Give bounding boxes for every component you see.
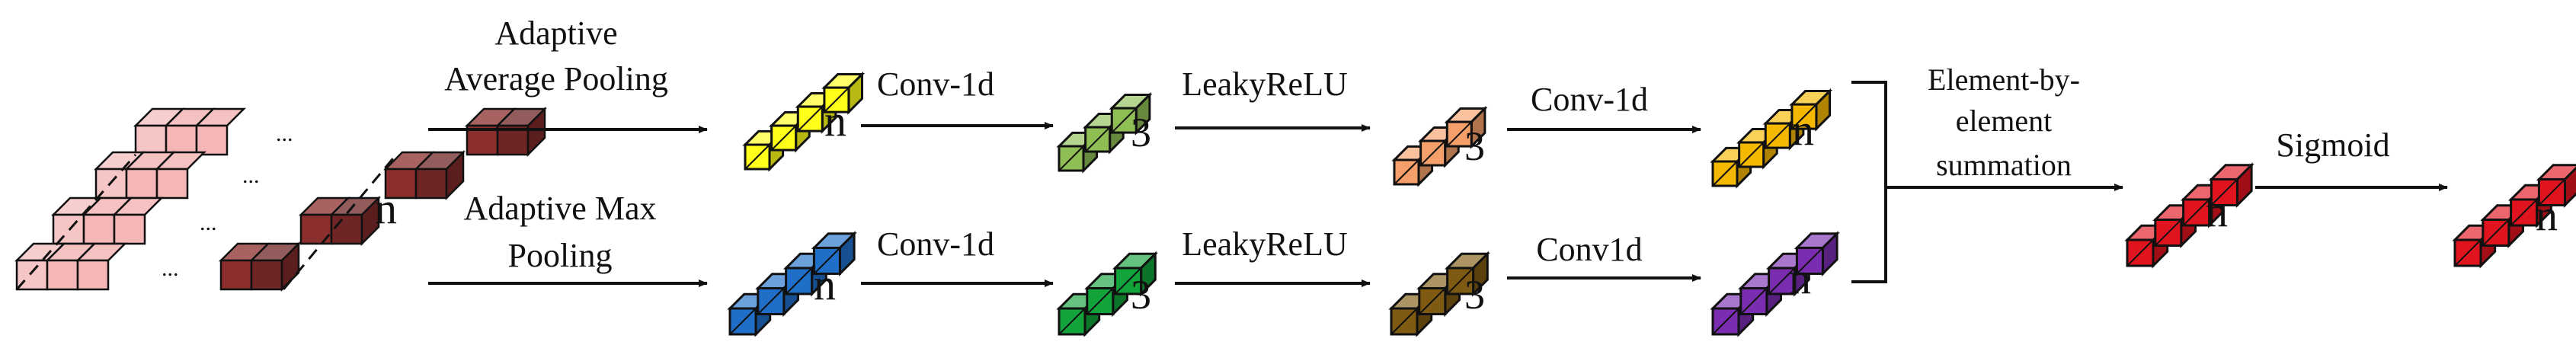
vector-cell: [1444, 105, 1488, 149]
conv-bottom-2-vector: [1710, 231, 1840, 337]
vector-cell: [1444, 251, 1490, 297]
vector-cell: [2208, 162, 2254, 209]
conv-bottom-2-label: Conv1d: [1536, 231, 1642, 268]
input-ellipsis-1: ...: [276, 121, 293, 146]
vector-cell: [1794, 231, 1840, 277]
summation-label-line2: element: [1956, 104, 2053, 138]
conv-bottom-2-dim: n: [1789, 254, 1811, 303]
act-top-label: LeakyReLU: [1182, 65, 1347, 103]
conv-bottom-1-label: Conv-1d: [877, 225, 994, 263]
max-pool-vector: [727, 231, 857, 337]
conv-top-1-label: Conv-1d: [877, 65, 994, 103]
summation-vector: [2124, 162, 2254, 269]
sigmoid-label: Sigmoid: [2276, 126, 2389, 164]
act-bottom-vector: [1388, 251, 1490, 337]
avg-pool-label-line1: Adaptive: [494, 14, 617, 52]
conv-top-2-dim: n: [1792, 105, 1814, 155]
vector-cell: [821, 71, 866, 115]
conv-top-1-vector: [1056, 91, 1153, 174]
summation-dim: n: [2206, 187, 2228, 236]
vector-cell: [2536, 164, 2576, 209]
input-dim-label: n: [375, 184, 397, 233]
conv-bottom-1-dim: 3: [1131, 272, 1151, 318]
max-vector-dim: n: [814, 260, 836, 309]
vector-cell: [811, 231, 857, 277]
conv-top-2-label: Conv-1d: [1531, 81, 1648, 118]
max-pool-label-line2: Pooling: [508, 237, 613, 274]
input-ellipsis-4: ...: [162, 256, 179, 281]
vector-cell: [1109, 91, 1153, 136]
input-row: [14, 241, 302, 292]
act-top-dim: 3: [1464, 123, 1485, 169]
max-pool-label-line1: Adaptive Max: [464, 190, 657, 227]
input-feature-map: [14, 106, 548, 292]
summation-label-line3: summation: [1936, 148, 2072, 182]
avg-pool-vector: [742, 71, 866, 172]
conv-bottom-1-vector: [1056, 251, 1158, 337]
conv-top-1-dim: 3: [1131, 110, 1151, 155]
input-row: [50, 195, 382, 247]
act-top-vector: [1391, 105, 1488, 187]
summation-label-line1: Element-by-: [1928, 62, 2080, 97]
act-bottom-label: LeakyReLU: [1182, 225, 1347, 263]
conv-top-2-vector: [1710, 88, 1833, 189]
input-row: [133, 106, 548, 158]
act-bottom-dim: 3: [1464, 272, 1485, 318]
input-row: [93, 149, 466, 201]
sigmoid-vector: [2452, 164, 2576, 269]
vector-cell: [1112, 251, 1158, 297]
avg-vector-dim: n: [824, 96, 846, 145]
avg-pool-label-line2: Average Pooling: [444, 60, 668, 97]
summation-bracket: [1851, 81, 1887, 283]
vector-cell: [1789, 88, 1833, 132]
input-depth-edge-left: [15, 154, 137, 290]
input-ellipsis-2: ...: [242, 163, 260, 188]
sigmoid-dim: n: [2536, 190, 2558, 240]
input-ellipsis-3: ...: [200, 210, 217, 235]
input-depth-edge-right: [282, 154, 398, 290]
